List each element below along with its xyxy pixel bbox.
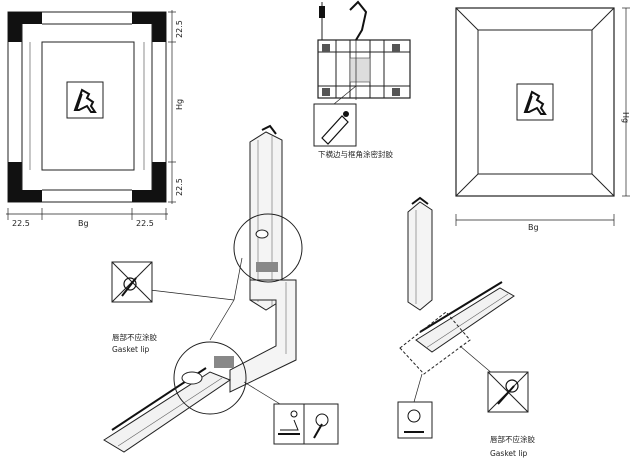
- dim-right-width: Bg: [528, 223, 539, 232]
- dim-bottom-width: Bg: [78, 219, 89, 228]
- dim-right-height: Hg: [621, 112, 630, 124]
- caption-gasket-right: Gasket lip: [490, 449, 528, 458]
- dim-left-bottom-vertical: 22.5: [175, 178, 184, 196]
- corner-assembly-left: [103, 124, 303, 453]
- caption-no-glue-left: 唇部不应涂胶: [112, 333, 157, 342]
- right-frame-drawing: [455, 7, 630, 226]
- dim-bottom-right: 22.5: [136, 219, 154, 228]
- glue-detail-icon: [273, 403, 339, 445]
- section-drawing: [313, 0, 411, 147]
- dim-left-top: 22.5: [175, 20, 184, 38]
- left-frame-drawing: [6, 10, 176, 220]
- corner-assembly-right: [397, 196, 515, 439]
- glue-nozzle-icon: [321, 111, 349, 145]
- caption-gasket-left: Gasket lip: [112, 345, 150, 354]
- no-glue-icon: [111, 261, 153, 303]
- dim-left-height: Hg: [175, 98, 184, 110]
- caption-corner-glue: 下横边与框角涂密封胶: [318, 150, 393, 159]
- caption-no-glue-right: 唇部不应涂胶: [490, 435, 535, 444]
- no-glue-icon: [487, 371, 529, 413]
- dim-bottom-left: 22.5: [12, 219, 30, 228]
